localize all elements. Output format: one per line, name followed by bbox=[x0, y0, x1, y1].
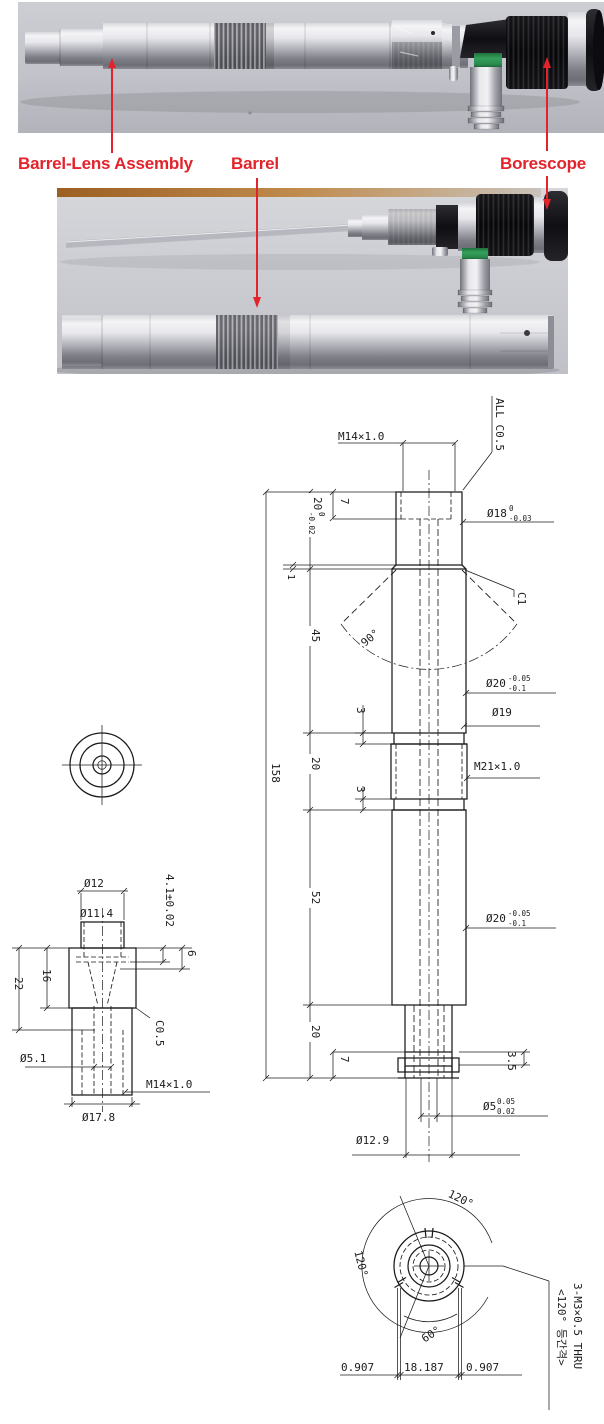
bottom-end-view bbox=[340, 1195, 550, 1410]
arrow-borescope-up-icon bbox=[543, 57, 551, 151]
borescope-object bbox=[65, 191, 568, 314]
note-m3-spacing: <120° 등간격> bbox=[555, 1289, 568, 1366]
dim-dia11-4: Ø11.4 bbox=[80, 907, 113, 920]
barrel-lens-assembly-object bbox=[25, 9, 604, 130]
dim-len4-1: 4.1±0.02 bbox=[163, 874, 176, 927]
dim-18187: 18.187 bbox=[404, 1361, 444, 1374]
dim-angle120-top: 120° bbox=[446, 1187, 476, 1210]
dim-len16: 16 bbox=[40, 969, 53, 982]
dim-dia12: Ø12 bbox=[84, 877, 104, 890]
dim-0907-left: 0.907 bbox=[341, 1361, 374, 1374]
dim-0907-right: 0.907 bbox=[466, 1361, 499, 1374]
dim-len45: 45 bbox=[309, 629, 322, 642]
note-m3-thread: 3-M3×0.5 THRU bbox=[571, 1283, 584, 1369]
dim-depth7-top: 7 bbox=[338, 498, 351, 505]
barrel-part-outline bbox=[340, 470, 518, 1162]
photo-disassembled-parts bbox=[57, 188, 568, 374]
dim-dia20-upper: Ø20-0.05-0.1 bbox=[486, 674, 531, 693]
photo-assembled-instrument bbox=[18, 2, 604, 133]
dim-len52: 52 bbox=[309, 891, 322, 904]
dim-chamfer-c1: C1 bbox=[515, 592, 528, 605]
dim-groove3-bot: 3 bbox=[354, 786, 367, 793]
dim-len6: 6 bbox=[185, 950, 198, 957]
dim-groove3-top: 3 bbox=[354, 707, 367, 714]
lens-holder-dimension-lines bbox=[12, 887, 210, 1108]
dim-dia12-9: Ø12.9 bbox=[356, 1134, 389, 1147]
lens-holder-dimension-texts: Ø12 Ø11.4 4.1±0.02 6 16 22 C0.5 Ø5.1 M14… bbox=[12, 874, 198, 1124]
lens-holder-outline bbox=[68, 908, 137, 1112]
label-borescope: Borescope bbox=[500, 154, 587, 173]
label-barrel: Barrel bbox=[231, 154, 279, 173]
dim-len158: 158 bbox=[269, 763, 282, 783]
left-end-view bbox=[62, 725, 142, 805]
dim-chamfer-c05: C0.5 bbox=[153, 1020, 166, 1047]
dim-angle60: 60° bbox=[419, 1324, 443, 1346]
dim-len3-5: 3.5 bbox=[505, 1051, 518, 1071]
arrow-barrel-icon bbox=[253, 178, 261, 308]
dim-dia17-8: Ø17.8 bbox=[82, 1111, 115, 1124]
annotation-arrows bbox=[108, 57, 551, 308]
note-all-c05: ALL C0.5 bbox=[493, 398, 506, 451]
barrel-object bbox=[62, 315, 554, 369]
dim-angle120-left: 120° bbox=[351, 1249, 370, 1278]
dim-dia19: Ø19 bbox=[492, 706, 512, 719]
dim-dia20-lower: Ø20-0.05-0.1 bbox=[486, 909, 531, 928]
dim-len1: 1 bbox=[285, 574, 296, 580]
dim-len20-bot: 20 bbox=[309, 1025, 322, 1038]
dim-depth7-bot: 7 bbox=[338, 1056, 351, 1063]
dim-thread-m14: M14×1.0 bbox=[146, 1078, 192, 1091]
arrow-barrel-lens-assembly-icon bbox=[108, 58, 116, 153]
dim-thread-top: M14×1.0 bbox=[338, 430, 384, 443]
dim-dia5-1: Ø5.1 bbox=[20, 1052, 47, 1065]
dim-len20-mid: 20 bbox=[309, 757, 322, 770]
dim-len22: 22 bbox=[12, 977, 25, 990]
dim-thread-mid: M21×1.0 bbox=[474, 760, 520, 773]
arrow-borescope-down-icon bbox=[543, 176, 551, 210]
dim-len20-top: 200-0.02 bbox=[307, 497, 326, 535]
barrel-dimension-lines bbox=[262, 396, 556, 1159]
label-barrel-lens-assembly: Barrel-Lens Assembly bbox=[18, 154, 193, 173]
dim-angle90: 90° bbox=[358, 627, 382, 650]
